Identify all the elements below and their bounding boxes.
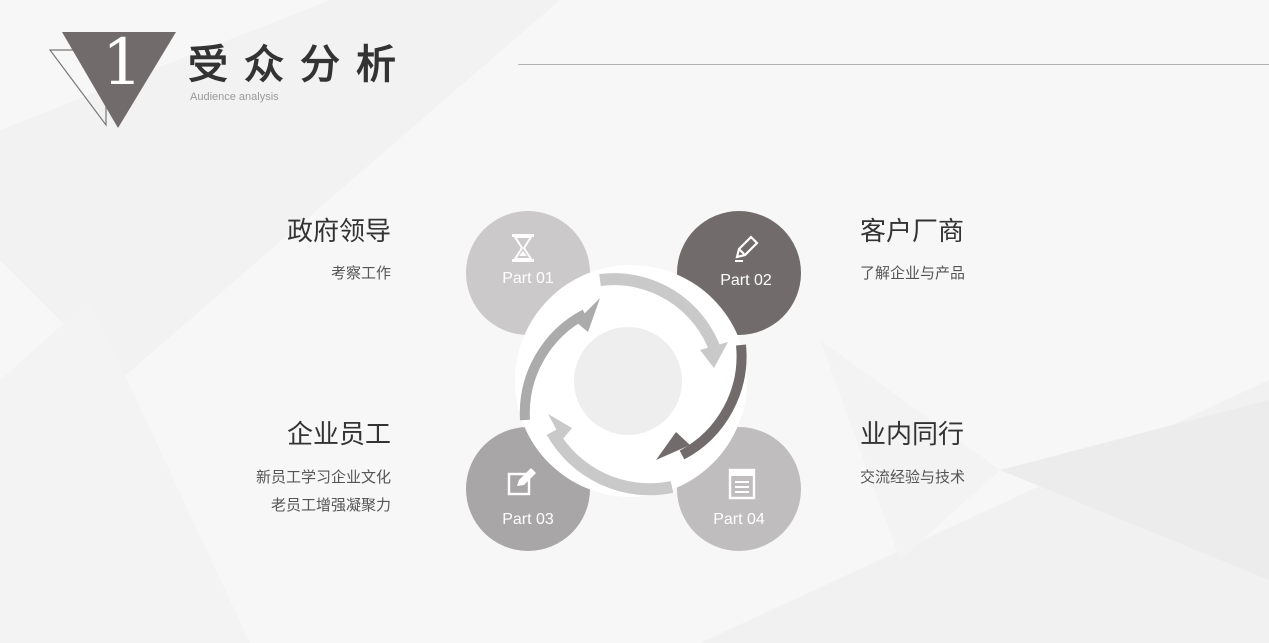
item-staff-desc-2: 老员工增强凝聚力 [270, 496, 391, 514]
part-01-label: Part 01 [502, 270, 554, 287]
arrow-left-head [576, 298, 600, 332]
arrow-bottom-head [548, 414, 572, 440]
item-peer-title: 业内同行 [860, 420, 965, 450]
header-divider [518, 64, 1269, 65]
item-client-title: 客户厂商 [860, 217, 965, 247]
arrow-top [599, 273, 722, 355]
page-title: 受众分析 [188, 42, 412, 88]
item-staff-title: 企业员工 [286, 420, 391, 450]
item-peer-desc: 交流经验与技术 [860, 468, 966, 486]
edit-icon [507, 468, 536, 496]
arrow-right [679, 344, 747, 460]
center-circle [574, 327, 682, 435]
part-04-label: Part 04 [713, 511, 765, 528]
item-client-desc: 了解企业与产品 [860, 264, 966, 282]
arrow-right-head [656, 432, 690, 460]
item-staff-desc-1: 新员工学习企业文化 [255, 468, 391, 486]
page-subtitle: Audience analysis [190, 91, 279, 103]
item-gov-title: 政府领导 [286, 217, 391, 247]
arrow-left [519, 309, 588, 421]
hourglass-icon [512, 234, 534, 262]
section-number: 1 [102, 26, 143, 100]
arrow-bottom [546, 428, 674, 496]
item-gov-desc: 考察工作 [330, 264, 391, 282]
part-03-label: Part 03 [502, 511, 554, 528]
pencil-icon [735, 235, 759, 262]
part-02-label: Part 02 [720, 272, 772, 289]
section-triangle-badge [48, 32, 176, 128]
notepad-icon [728, 468, 756, 500]
arrow-top-head [700, 342, 728, 368]
